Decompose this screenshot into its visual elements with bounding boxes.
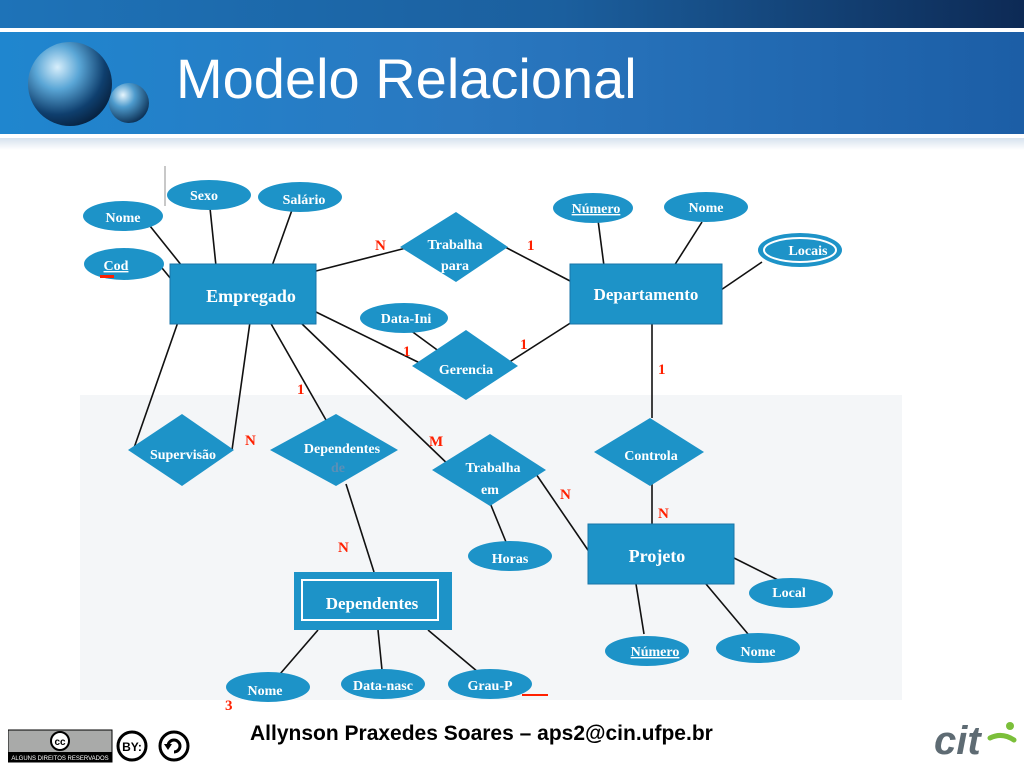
- relationship-controla-label: Controla: [624, 449, 677, 464]
- title-banner-shadow: [0, 138, 1024, 150]
- attribute-emp-sexo-label: Sexo: [190, 189, 218, 204]
- attribute-depd-nome-key: Nome: [226, 672, 310, 702]
- attribute-depd-nome-label: Nome: [248, 684, 283, 699]
- license-by-label: BY:: [122, 740, 142, 754]
- entity-dependentes-weak: Dependentes: [294, 572, 452, 630]
- cit-logo-icon: cit: [934, 719, 1017, 763]
- relationship-controla: Controla: [594, 418, 704, 486]
- attribute-horas-label: Horas: [492, 552, 529, 567]
- relationship-trabalha-em: Trabalha em: [432, 434, 546, 506]
- cardinality-label: N: [245, 433, 256, 449]
- slide-title: Modelo Relacional: [176, 47, 637, 110]
- cardinality-label: M: [429, 434, 443, 450]
- cardinality-label: 1: [297, 382, 305, 398]
- attribute-dep-locais-multivalued: Locais: [758, 233, 842, 267]
- attribute-data-ini-label: Data-Ini: [381, 312, 432, 327]
- cardinality-label: 1: [520, 337, 528, 353]
- relationship-trabalha-para-label: Trabalha: [428, 238, 483, 253]
- relationship-dependentes-de: Dependentes de: [270, 414, 398, 486]
- by-attribution-icon: [116, 730, 148, 762]
- cardinality-label: 3: [225, 698, 233, 714]
- attribute-emp-cod-key: Cod: [84, 248, 164, 280]
- relationship-trabalha-para-label-2: para: [441, 259, 469, 274]
- relationship-gerencia: Gerencia: [412, 330, 518, 400]
- attribute-emp-salario-label: Salário: [283, 193, 326, 208]
- attribute-emp-cod-label: Cod: [104, 259, 129, 274]
- attribute-dep-numero-label: Número: [572, 202, 621, 217]
- entity-departamento-label: Departamento: [594, 285, 699, 304]
- attribute-proj-nome: Nome: [716, 633, 800, 663]
- relationship-trabalha-para: Trabalha para: [400, 212, 508, 282]
- attribute-emp-nome-label: Nome: [106, 211, 141, 226]
- entity-empregado-label: Empregado: [206, 286, 296, 306]
- share-alike-icon: [158, 730, 190, 762]
- attribute-dep-numero-key: Número: [553, 193, 633, 223]
- attribute-dep-nome: Nome: [664, 192, 748, 222]
- entity-departamento: Departamento: [569, 263, 723, 325]
- title-banner: [0, 32, 1024, 134]
- attribute-proj-nome-label: Nome: [741, 645, 776, 660]
- cardinality-label: N: [560, 487, 571, 503]
- entity-projeto-label: Projeto: [629, 546, 686, 566]
- entity-dependentes-label: Dependentes: [326, 594, 419, 613]
- logo-globe-icon: [28, 42, 149, 126]
- cardinality-label: N: [338, 540, 349, 556]
- footer-author: Allynson Praxedes Soares – aps2@cin.ufpe…: [250, 722, 713, 745]
- cardinality-label: 1: [527, 238, 535, 254]
- cardinality-label: 1: [658, 362, 666, 378]
- cit-logo-text: cit: [934, 719, 982, 763]
- relationship-dependentes-de-label: Dependentes: [304, 442, 381, 457]
- top-bar-divider: [0, 28, 1024, 32]
- attribute-depd-data-nasc-label: Data-nasc: [353, 679, 413, 694]
- attribute-dep-nome-label: Nome: [689, 201, 724, 216]
- cardinality-labels: N 1 1 1 1 N N 1 N M N 3: [225, 238, 669, 714]
- title-banner-divider: [0, 134, 1024, 138]
- svg-text:cc: cc: [54, 737, 66, 748]
- attribute-emp-sexo: Sexo: [167, 180, 251, 210]
- relationship-gerencia-label: Gerencia: [439, 363, 493, 378]
- entity-empregado: Empregado: [169, 263, 317, 325]
- cardinality-label: 1: [403, 344, 411, 360]
- attribute-proj-numero-label: Número: [631, 645, 680, 660]
- cardinality-label: N: [658, 506, 669, 522]
- attribute-depd-data-nasc: Data-nasc: [341, 669, 425, 699]
- attribute-emp-nome: Nome: [83, 201, 163, 231]
- attribute-horas: Horas: [468, 541, 552, 571]
- cc-icon: [50, 731, 70, 751]
- relationship-dependentes-de-label-2: de: [331, 461, 345, 476]
- top-bar: [0, 0, 1024, 28]
- cardinality-label: N: [375, 238, 386, 254]
- attribute-dep-locais-label: Locais: [789, 244, 828, 259]
- relationship-trabalha-em-label-2: em: [481, 483, 499, 498]
- attribute-data-ini: Data-Ini: [360, 303, 448, 333]
- creative-commons-by-badge: cc ALGUNS DIREITOS RESERVADOS BY:: [8, 729, 194, 763]
- relationship-supervisao: Supervisão: [128, 414, 234, 486]
- relationship-trabalha-em-label: Trabalha: [466, 461, 521, 476]
- attribute-proj-local-label: Local: [772, 586, 806, 601]
- license-text: ALGUNS DIREITOS RESERVADOS: [11, 756, 108, 762]
- attribute-depd-grau-label: Grau-P: [467, 679, 513, 694]
- attribute-proj-local: Local: [749, 578, 833, 608]
- connection-lines: [133, 207, 783, 675]
- relationship-supervisao-label: Supervisão: [150, 448, 216, 463]
- attribute-proj-numero-key: Número: [605, 636, 689, 666]
- attribute-depd-grau: Grau-P: [448, 669, 548, 699]
- cursor-mark: [164, 166, 166, 206]
- attribute-emp-salario: Salário: [258, 182, 342, 212]
- entity-projeto: Projeto: [587, 523, 735, 585]
